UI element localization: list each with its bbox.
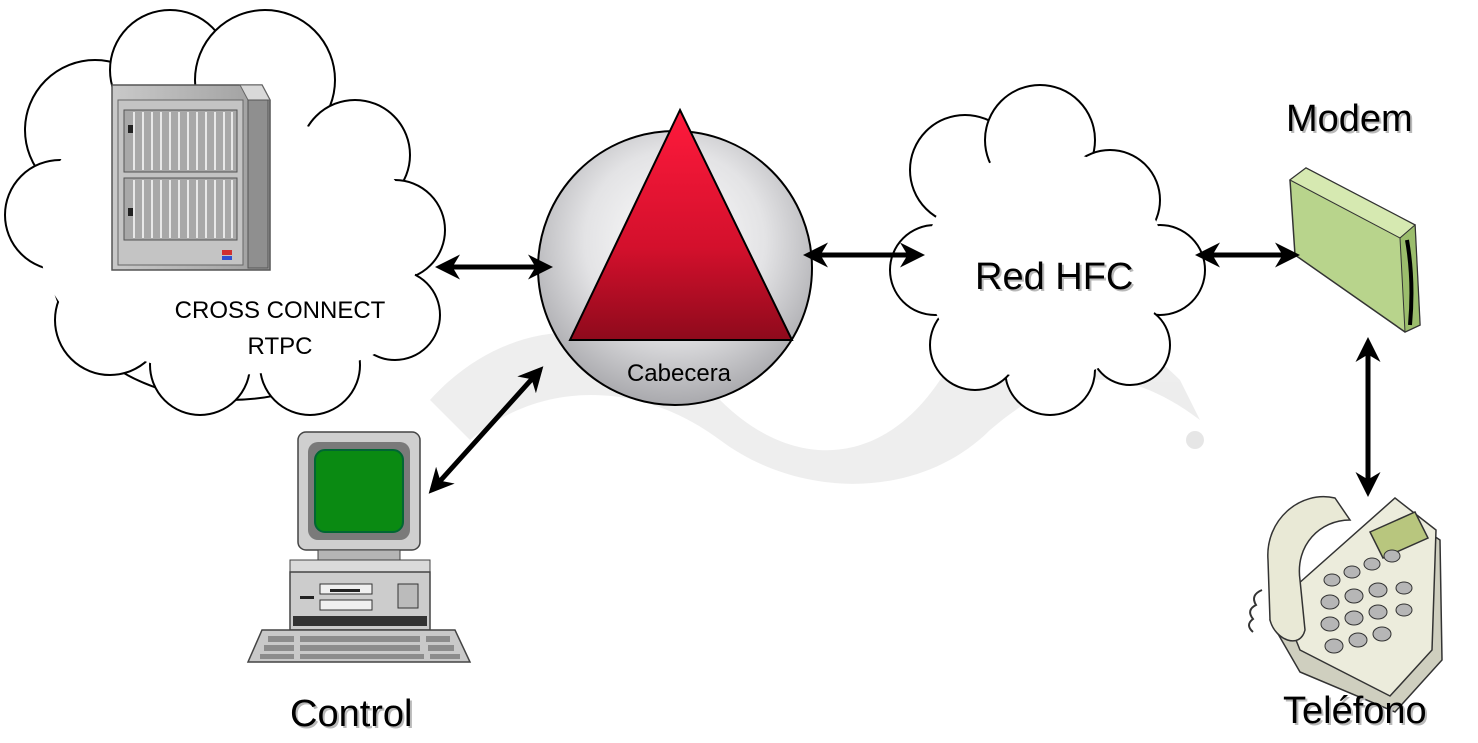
control-label: Control <box>290 693 413 735</box>
telefono-label: Teléfono <box>1283 690 1427 732</box>
telephone-icon <box>1248 496 1443 713</box>
computer-icon <box>246 431 472 663</box>
red-hfc-label: Red HFC <box>975 256 1134 298</box>
cabecera-sphere-icon <box>537 107 813 406</box>
cross-connect-label: CROSS CONNECT <box>174 297 386 324</box>
double-arrow-icon <box>428 242 1381 497</box>
hfc-cloud-icon <box>889 84 1206 416</box>
triangle-icon <box>568 107 794 341</box>
server-rack-icon <box>111 84 271 271</box>
cabecera-label: Cabecera <box>626 360 732 387</box>
modem-label: Modem <box>1286 98 1413 140</box>
arrow-control-cabecera <box>428 366 544 494</box>
modem-icon <box>1289 167 1421 333</box>
rtpc-label: RTPC <box>247 333 313 360</box>
